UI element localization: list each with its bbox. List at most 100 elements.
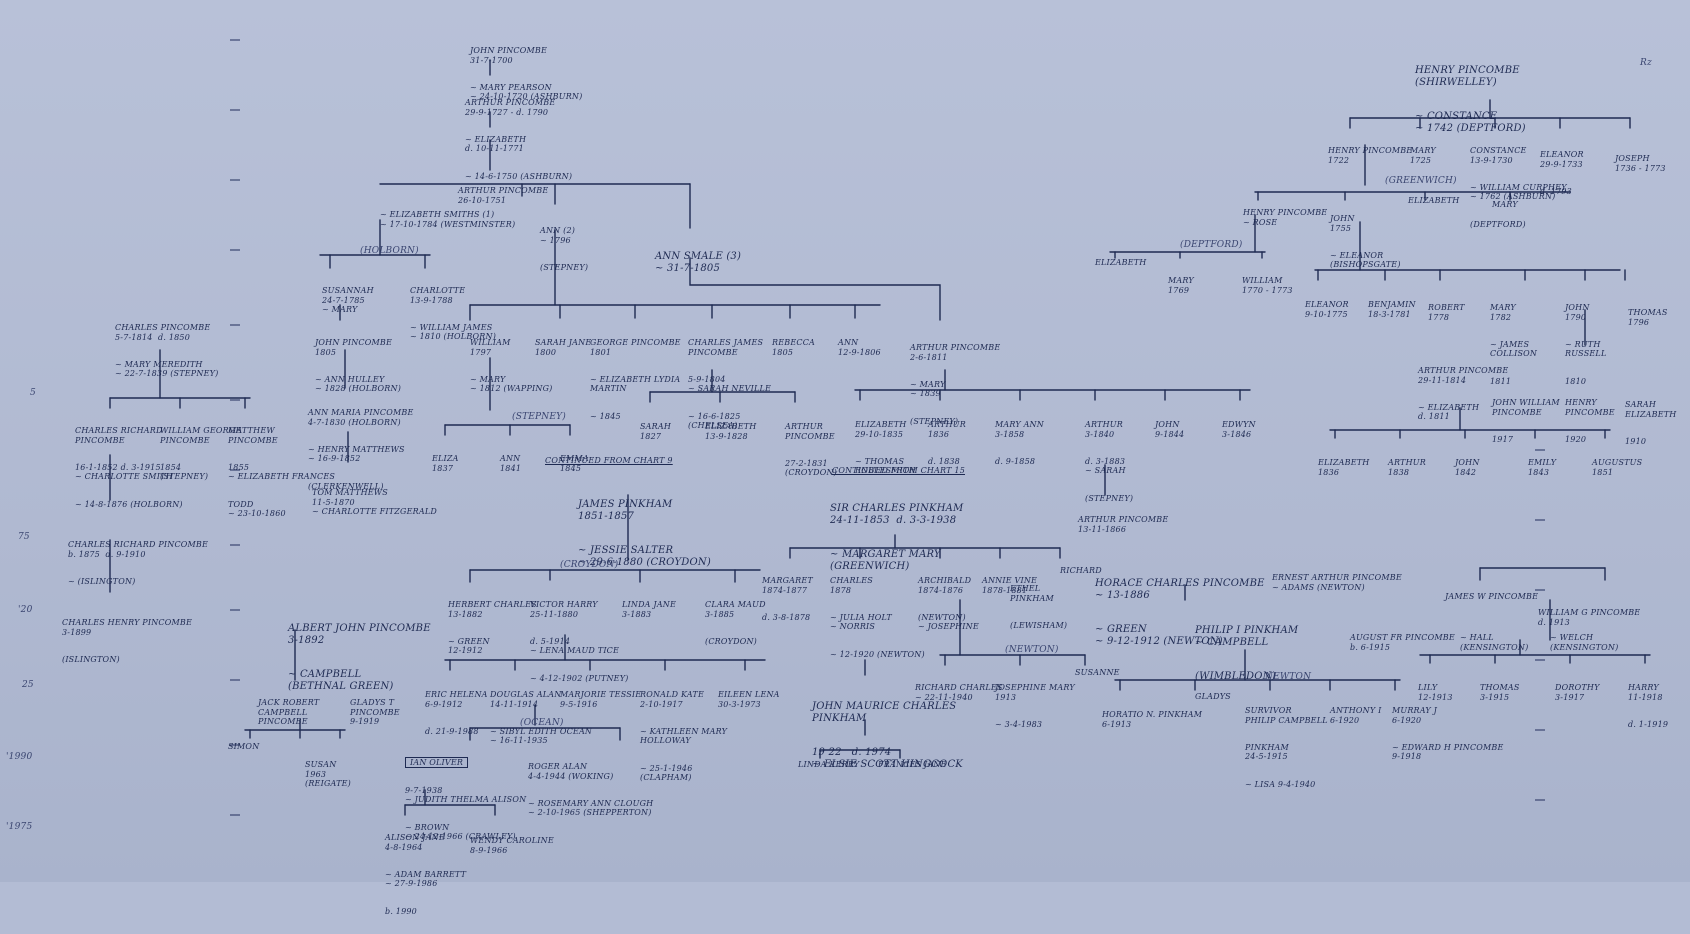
place-tag-deptford: (DEPTFORD) [1180,240,1243,250]
person-susanne: SUSANNE [1075,668,1120,677]
person-horace-charles: HORACE CHARLES PINCOMBE~ 13-1886 ~ GREEN… [1095,578,1265,647]
person-simon: SIMON [228,742,260,751]
person-henry-pincombe: HENRY PINCOMBE(SHIRWELLEY) ~ CONSTANCE~ … [1415,65,1526,134]
place-tag-holborn: (HOLBORN) [360,246,419,256]
place-tag-croydon: (CROYDON) [560,560,619,570]
place-tag-ocean: (OCEAN) [520,718,564,728]
person-james-w: JAMES W PINCOMBE [1445,592,1539,601]
person-hall: ~ HALL(KENSINGTON) [1460,633,1529,652]
place-tag-newton-2: NEWTON [1265,672,1312,682]
person-wife-3: ANN SMALE (3)~ 31-7-1805 [655,251,742,274]
margin-mark: '20 [18,605,33,615]
margin-mark: 75 [18,532,30,542]
margin-mark: '1990 [6,752,33,762]
person-elizabeth-d: ELIZABETH [1095,258,1147,267]
person-gladys-2: GLADYS [1195,692,1231,701]
margin-mark: '1975 [6,822,33,832]
place-tag-stepney: (STEPNEY) [512,412,567,422]
person-richard: RICHARD [1060,566,1102,575]
person-linda-kerry: LINDA KERRY [798,760,860,769]
person-philip: PHILIP I PINKHAM~ CAMPBELL (WIMBLEDON) [1195,625,1299,682]
person-henry-rose: HENRY PINCOMBE~ ROSE [1243,208,1328,227]
tree-connector-lines [109,39,1651,816]
person-wife-1: ~ ELIZABETH SMITHS (1)~ 17-10-1784 (WEST… [380,210,516,229]
place-tag-greenwich: (GREENWICH) [1385,176,1457,186]
margin-mark: 25 [22,680,34,690]
person-wife-2: ANN (2)~ 1796 (STEPNEY) [540,226,589,273]
person-welch: ~ WELCH(KENSINGTON) [1550,633,1619,652]
person-richard-charles: RICHARD CHARLES~ 22-11-1940 [915,683,1003,702]
chart-reference: CONTINUED FROM CHART 15 [832,466,965,475]
person-frances-jane: FRANCES JANE [878,760,947,769]
person-ian-oliver: IAN OLIVER 9-7-1938~ JUDITH THELMA ALISO… [405,757,527,841]
